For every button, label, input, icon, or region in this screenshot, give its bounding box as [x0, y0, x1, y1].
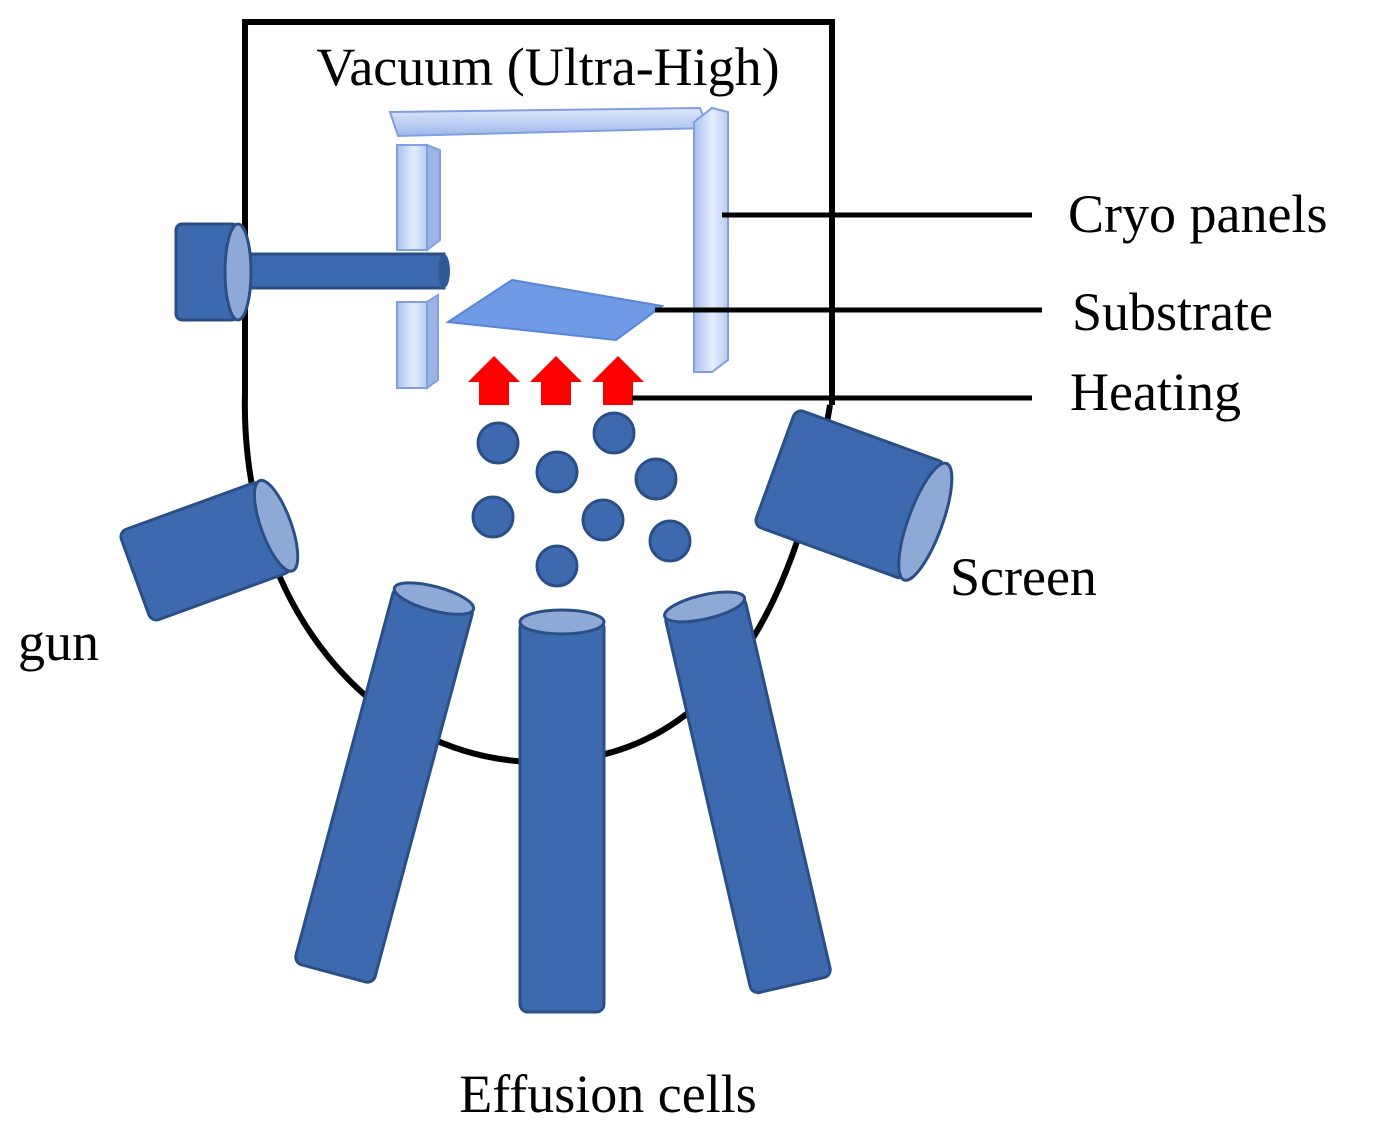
effusion-cell-left [294, 581, 476, 984]
substrate-plate [445, 278, 665, 342]
electron-gun [119, 478, 300, 622]
rheed-screen [754, 409, 954, 582]
vacuum-label: Vacuum (Ultra-High) [316, 37, 779, 97]
manipulator-rod [174, 222, 450, 322]
molecular-beam-particles [471, 411, 692, 588]
screen-label: Screen [950, 547, 1097, 607]
heating-label: Heating [1070, 362, 1241, 422]
effusion-cell-right [663, 590, 832, 995]
heating-arrows [468, 356, 644, 405]
effusion-cell-center [518, 608, 606, 1014]
substrate-label: Substrate [1072, 282, 1273, 342]
effusion-cells-label: Effusion cells [459, 1064, 756, 1124]
cryo-panels [388, 106, 729, 390]
gun-label: gun [18, 612, 99, 672]
cryo-panels-label: Cryo panels [1068, 184, 1327, 244]
